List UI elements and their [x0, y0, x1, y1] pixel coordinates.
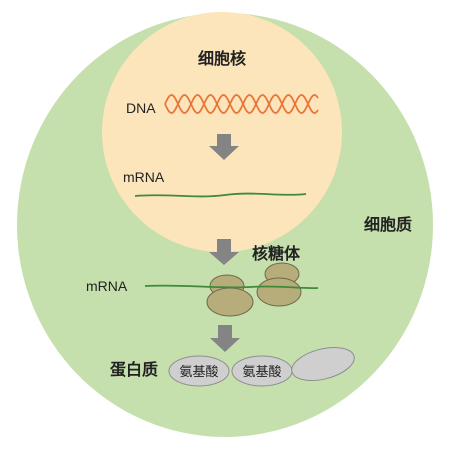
nucleus-label: 细胞核: [198, 49, 246, 68]
ribosome: [206, 274, 254, 317]
amino-acid: 氨基酸: [168, 355, 230, 387]
nucleus: [102, 12, 342, 252]
dna-strand: [164, 94, 319, 114]
amino-acid: [291, 347, 355, 381]
amino-acid-label: 氨基酸: [242, 364, 281, 379]
mrna-cytoplasm-label: mRNA: [86, 278, 128, 294]
mrna-strand-nucleus: [134, 192, 307, 198]
mrna-nucleus-label: mRNA: [123, 169, 165, 185]
protein-label: 蛋白质: [110, 360, 158, 379]
down-arrow-icon: [209, 239, 239, 265]
down-arrow-icon: [209, 134, 239, 160]
cytoplasm-label: 细胞质: [364, 215, 412, 234]
mrna-strand-cytoplasm: [144, 284, 319, 290]
dna-label: DNA: [126, 100, 156, 116]
ribosome: [256, 262, 302, 307]
ribosome-label: 核糖体: [252, 244, 301, 263]
dna-strand: [164, 94, 319, 114]
amino-acid: 氨基酸: [231, 355, 293, 387]
amino-acid-label: 氨基酸: [179, 364, 218, 379]
dna-double-helix: [164, 94, 319, 114]
down-arrow-icon: [210, 325, 240, 352]
